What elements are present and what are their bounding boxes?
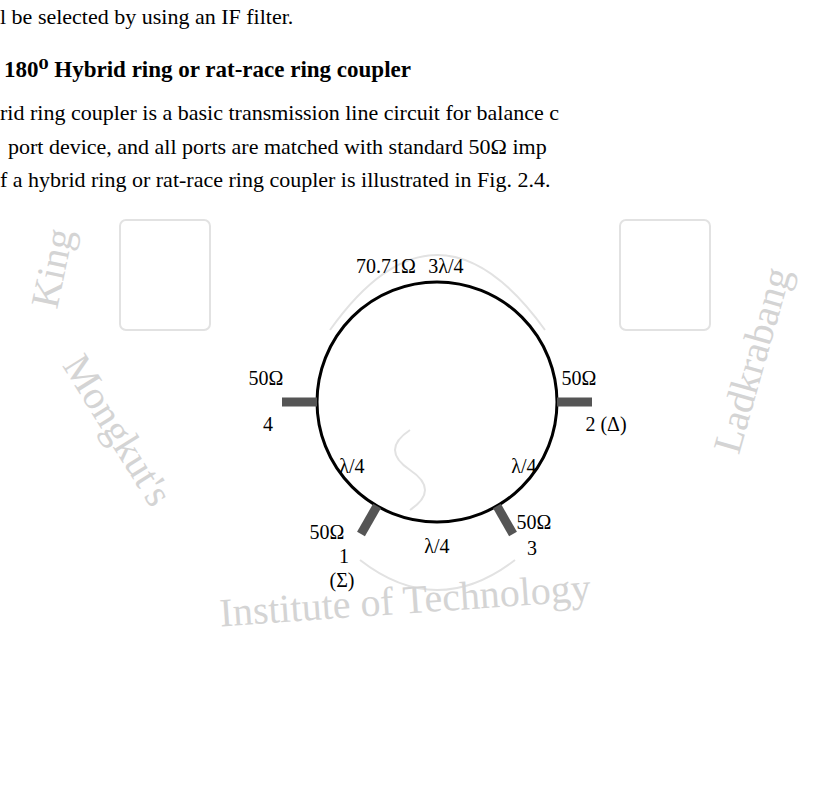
impedance-label: 50Ω: [249, 366, 284, 390]
port-number: 2 (Δ): [585, 412, 626, 436]
body-text-line: port device, and all ports are matched w…: [8, 134, 547, 160]
port-number: 1: [339, 544, 349, 568]
body-text-line: rid ring coupler is a basic transmission…: [0, 100, 559, 126]
watermark-text: Ladkrabang: [703, 262, 801, 459]
body-text-line: f a hybrid ring or rat-race ring coupler…: [0, 167, 550, 193]
impedance-label: 50Ω: [562, 366, 597, 390]
impedance-label: 70.71Ω: [356, 254, 416, 278]
port-symbol: (Σ): [330, 568, 355, 592]
length-label: λ/4: [511, 454, 536, 478]
watermark-text: Mongkut's: [53, 346, 183, 515]
length-label: λ/4: [339, 454, 364, 478]
length-label: λ/4: [424, 534, 449, 558]
port-stubs: [282, 402, 592, 534]
watermark-emblem: [120, 220, 710, 590]
watermark-text: Institute of Technology: [218, 564, 592, 637]
watermark-text: King: [21, 224, 84, 312]
port-number: 3: [527, 536, 537, 560]
impedance-label: 50Ω: [517, 510, 552, 534]
body-text-line: l be selected by using an IF filter.: [0, 4, 293, 30]
ring-line: [317, 282, 557, 522]
impedance-label: 50Ω: [310, 520, 345, 544]
section-heading: 180⁰ Hybrid ring or rat-race ring couple…: [4, 56, 411, 84]
port-number: 4: [263, 412, 273, 436]
length-label: 3λ/4: [428, 254, 463, 278]
